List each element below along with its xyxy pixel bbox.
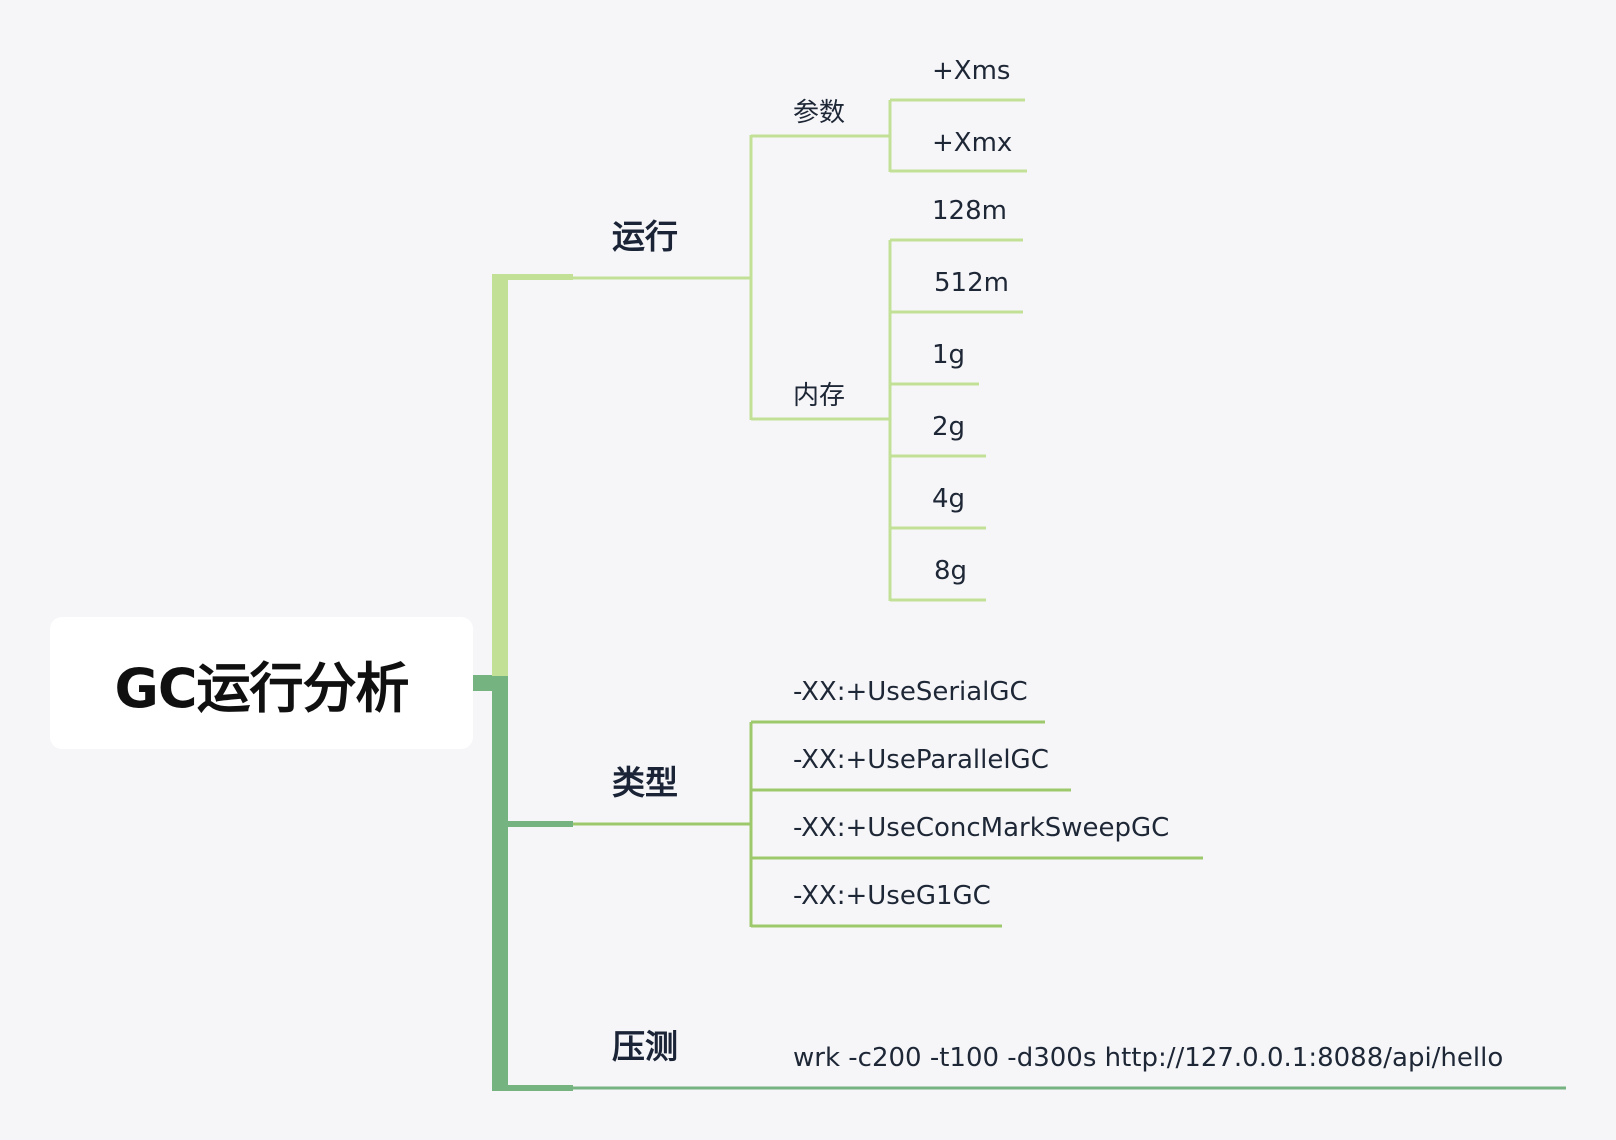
leaf-wrk-command[interactable]: wrk -c200 -t100 -d300s http://127.0.0.1:… [793, 1043, 1504, 1073]
topic-stress-test[interactable]: 压测 [612, 1027, 678, 1066]
subtopic-memory[interactable]: 内存 [793, 381, 846, 411]
leaf-xms[interactable]: +Xms [932, 56, 1011, 86]
leaf-xmx[interactable]: +Xmx [932, 128, 1013, 158]
leaf-1g[interactable]: 1g [932, 340, 966, 370]
root-label: GC运行分析 [114, 656, 410, 720]
leaf-parallel-gc[interactable]: -XX:+UseParallelGC [793, 745, 1049, 775]
leaf-2g[interactable]: 2g [932, 412, 966, 442]
leaf-g1-gc[interactable]: -XX:+UseG1GC [793, 881, 991, 911]
leaf-4g[interactable]: 4g [932, 484, 966, 514]
leaf-128m[interactable]: 128m [932, 196, 1007, 226]
leaf-8g[interactable]: 8g [934, 556, 968, 586]
leaf-cms-gc[interactable]: -XX:+UseConcMarkSweepGC [793, 813, 1170, 843]
topic-run[interactable]: 运行 [612, 217, 678, 256]
subtopic-params[interactable]: 参数 [793, 98, 846, 128]
leaf-512m[interactable]: 512m [934, 268, 1009, 298]
topic-type[interactable]: 类型 [612, 763, 678, 802]
root-node[interactable]: GC运行分析 [50, 617, 473, 749]
leaf-serial-gc[interactable]: -XX:+UseSerialGC [793, 677, 1028, 707]
